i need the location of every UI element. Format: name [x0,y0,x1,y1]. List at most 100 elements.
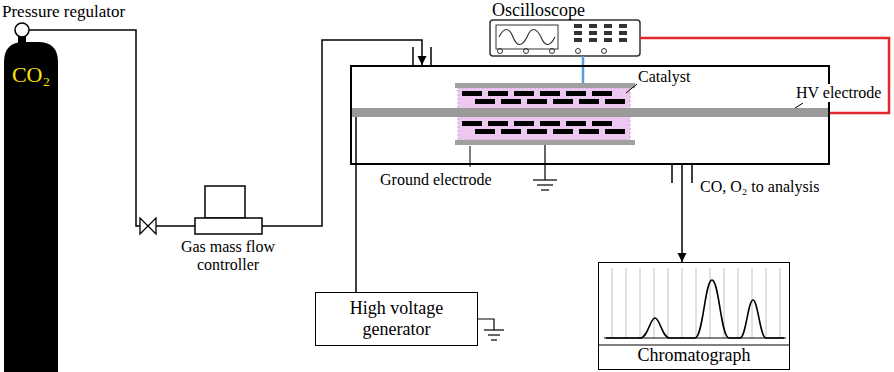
regulator-pipe [29,29,58,31]
valve-symbol [148,218,156,234]
catalyst-pellet [488,91,508,96]
flow-controller-body [195,218,262,234]
outlet-pipe [691,164,693,183]
leader-line [795,103,803,108]
inlet-pipe [430,47,432,66]
arrowhead [418,56,427,65]
connector [678,165,687,262]
catalyst-pellet [592,91,612,96]
osc-button [589,24,597,28]
osc-knob [524,49,529,54]
edge-label: CO, O₂ to analysis [698,178,821,196]
process-box: High voltage generator [315,292,478,346]
osc-button [619,38,627,42]
grid-line [766,268,767,338]
catalyst-pellet [566,91,586,96]
catalyst-pellet [579,129,599,134]
osc-button [589,38,597,42]
ground-wire [478,319,494,330]
node-text: CO₂ [4,62,58,87]
catalyst-pellet [540,121,560,126]
connector [58,30,195,226]
grid-line [668,268,669,338]
osc-knob [550,49,555,54]
grid-line [626,268,627,338]
osc-knob [576,49,581,54]
flow-controller-node: Gas mass flow controller [195,186,262,234]
leader-line [626,84,637,93]
catalyst-pellet [527,129,547,134]
catalyst-pellet [605,99,625,104]
hv-wire [355,117,357,165]
part-label: Ground electrode [380,171,492,189]
osc-button [574,24,582,28]
connector [262,40,427,226]
connector-line [58,30,195,226]
hv-electrode-rod [350,108,830,117]
oscilloscope-buttons [498,24,628,54]
osc-button [589,31,597,35]
ground-symbol [488,334,500,335]
probe-wire [582,65,585,83]
node-text: Chromatograph [599,345,789,366]
catalyst-pellet [605,129,625,134]
gas-cylinder [4,42,58,372]
catalyst-pellet [553,99,573,104]
osc-button [604,38,612,42]
catalyst-pellet [553,129,573,134]
catalyst-pellet [488,121,508,126]
catalyst-pellet [475,99,495,104]
grid-line [696,268,697,338]
part-label: Pressure regulator [2,2,125,22]
ground-electrode-top [455,83,635,88]
ground-symbol [541,189,549,190]
grid-line [780,268,781,338]
ground-wire [544,145,545,180]
pressure-regulator [15,23,29,37]
catalyst-pellet [566,121,586,126]
catalyst-pellet [475,129,495,134]
osc-button [604,24,612,28]
grid-line [654,268,655,338]
oscilloscope-node: Oscilloscope [490,20,640,56]
osc-button [604,31,612,35]
catalyst-pellet [527,99,547,104]
inlet-pipe [412,47,414,66]
ground-symbol [491,339,497,340]
catalyst-pellet [540,91,560,96]
catalyst-pellet [514,121,534,126]
ground-symbol [533,179,557,180]
ground-symbol [537,184,553,185]
connector [356,165,357,292]
osc-knob [498,49,503,54]
connector-line [355,165,357,292]
gas-cylinder-node: CO₂ [4,18,58,372]
flow-controller-head [205,186,245,218]
grid-line [738,268,739,338]
osc-button [619,24,627,28]
osc-button [619,31,627,35]
osc-button [574,31,582,35]
chromatogram-peaks [606,280,784,338]
catalyst-pellet [579,99,599,104]
node-text: Gas mass flow controller [178,238,278,275]
oscilloscope-screen [496,25,558,49]
node-text: High voltage generator [324,298,469,339]
valve-symbol [140,218,148,234]
osc-button [574,38,582,42]
node-text: Catalyst [638,68,690,86]
grid-line [640,268,641,338]
catalyst-pellet [514,91,534,96]
catalyst-pellet [462,121,482,126]
ground-electrode-bottom [455,140,635,145]
catalyst-pellet [592,121,612,126]
connector [583,56,584,65]
connector-line [582,56,585,65]
connector-line [262,40,422,226]
oscilloscope-body [490,20,640,56]
grid-line [710,268,711,338]
plasma-reactor: Catalyst [350,65,830,165]
catalyst-pellet [462,91,482,96]
osc-knob [602,49,607,54]
